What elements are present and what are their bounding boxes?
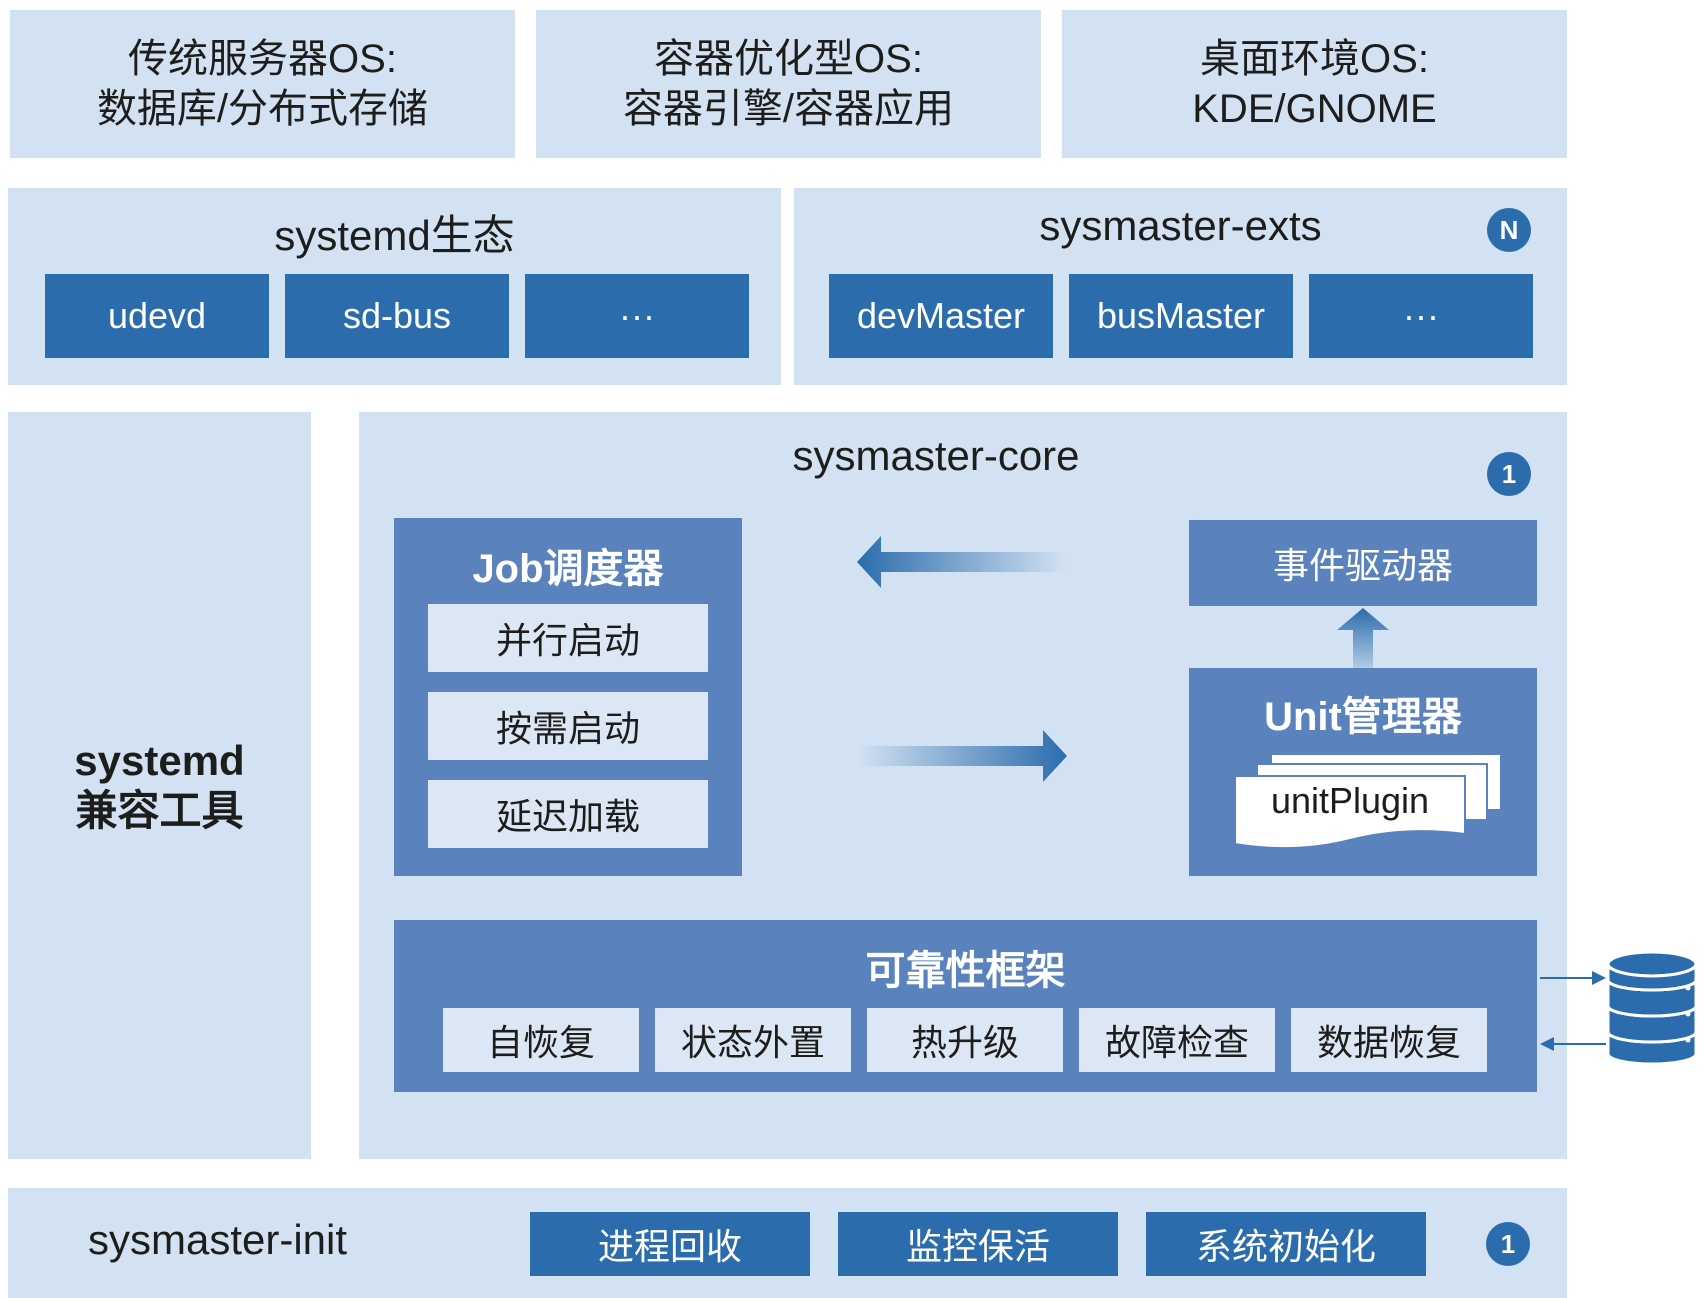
- arrow-right-icon: [857, 730, 1067, 782]
- os-card-container-optimized: 容器优化型OS: 容器引擎/容器应用: [536, 10, 1041, 158]
- init-item-label: 监控保活: [905, 1226, 1050, 1267]
- lazy-load-item: 延迟加载: [428, 780, 708, 848]
- init-item-label: 进程回收: [597, 1226, 742, 1267]
- arrow-up-icon: [1337, 608, 1389, 668]
- reliability-item-label: 数据恢复: [1316, 1022, 1461, 1063]
- unit-plugin-label: unitPlugin: [1270, 780, 1430, 821]
- event-driver-block: 事件驱动器: [1189, 520, 1537, 606]
- job-item-label: 延迟加载: [495, 796, 640, 837]
- reliability-item-label: 故障检查: [1104, 1022, 1249, 1063]
- sysmaster-core-title: sysmaster-core: [792, 432, 1080, 479]
- sysmaster-init-badge: 1: [1486, 1222, 1530, 1266]
- os-card-desktop: 桌面环境OS: KDE/GNOME: [1062, 10, 1567, 158]
- system-init-block: 系统初始化: [1146, 1212, 1426, 1276]
- arrow-from-database-icon: [1540, 1037, 1606, 1051]
- self-recovery-item: 自恢复: [443, 1008, 639, 1072]
- unit-manager-panel: Unit管理器 unitPlugin: [1189, 668, 1537, 876]
- unit-plugin-stack-icon: [1234, 753, 1502, 850]
- reliability-framework-panel: 可靠性框架 自恢复 状态外置 热升级 故障检查 数据恢复: [394, 920, 1537, 1092]
- busmaster-block: busMaster: [1069, 274, 1293, 358]
- chip-label: ···: [1403, 295, 1439, 336]
- os-card-label: 桌面环境OS: KDE/GNOME: [1192, 37, 1437, 131]
- job-item-label: 并行启动: [495, 620, 640, 661]
- systemd-ecosystem-panel: systemd生态 udevd sd-bus ···: [8, 188, 781, 385]
- reliability-item-label: 热升级: [910, 1022, 1019, 1063]
- state-externalize-item: 状态外置: [655, 1008, 851, 1072]
- job-item-label: 按需启动: [495, 708, 640, 749]
- chip-label: devMaster: [856, 295, 1026, 336]
- sysmaster-exts-badge: N: [1487, 208, 1531, 252]
- chip-label: busMaster: [1096, 295, 1266, 336]
- sysmaster-core-panel: sysmaster-core 1 Job调度器 并行启动 按需启动 延迟加载: [359, 412, 1567, 1159]
- chip-label: ···: [619, 295, 655, 336]
- arrow-to-database-icon: [1540, 971, 1606, 985]
- hot-upgrade-item: 热升级: [867, 1008, 1063, 1072]
- udevd-block: udevd: [45, 274, 269, 358]
- unit-manager-title: Unit管理器: [1264, 695, 1462, 739]
- systemd-compat-panel: systemd 兼容工具: [8, 412, 311, 1159]
- sysmaster-init-title: sysmaster-init: [88, 1216, 348, 1263]
- database-icon: [1606, 950, 1698, 1066]
- parallel-start-item: 并行启动: [428, 604, 708, 672]
- ellipsis-block: ···: [525, 274, 749, 358]
- sysmaster-init-panel: sysmaster-init 进程回收 监控保活 系统初始化 1: [8, 1188, 1567, 1298]
- reliability-item-label: 自恢复: [486, 1022, 595, 1063]
- sysmaster-exts-title: sysmaster-exts: [1039, 202, 1322, 249]
- init-item-label: 系统初始化: [1195, 1226, 1376, 1267]
- process-reaping-block: 进程回收: [530, 1212, 810, 1276]
- on-demand-start-item: 按需启动: [428, 692, 708, 760]
- job-scheduler-panel: Job调度器 并行启动 按需启动 延迟加载: [394, 518, 742, 876]
- devmaster-block: devMaster: [829, 274, 1053, 358]
- monitor-keepalive-block: 监控保活: [838, 1212, 1118, 1276]
- os-card-traditional-server: 传统服务器OS: 数据库/分布式存储: [10, 10, 515, 158]
- chip-label: sd-bus: [342, 295, 452, 336]
- ellipsis-block: ···: [1309, 274, 1533, 358]
- reliability-item-label: 状态外置: [680, 1022, 825, 1063]
- os-card-label: 传统服务器OS: 数据库/分布式存储: [96, 37, 429, 131]
- sysmaster-core-badge: 1: [1487, 452, 1531, 496]
- systemd-compat-title: systemd 兼容工具: [74, 736, 245, 834]
- sysmaster-exts-panel: sysmaster-exts N devMaster busMaster ···: [794, 188, 1567, 385]
- event-driver-label: 事件驱动器: [1272, 545, 1453, 586]
- arrow-left-icon: [857, 536, 1067, 588]
- data-recovery-item: 数据恢复: [1291, 1008, 1487, 1072]
- os-card-label: 容器优化型OS: 容器引擎/容器应用: [622, 37, 955, 131]
- job-scheduler-title: Job调度器: [472, 547, 664, 591]
- systemd-ecosystem-title: systemd生态: [274, 212, 515, 259]
- fault-check-item: 故障检查: [1079, 1008, 1275, 1072]
- sd-bus-block: sd-bus: [285, 274, 509, 358]
- chip-label: udevd: [107, 295, 207, 336]
- reliability-framework-title: 可靠性框架: [865, 949, 1066, 993]
